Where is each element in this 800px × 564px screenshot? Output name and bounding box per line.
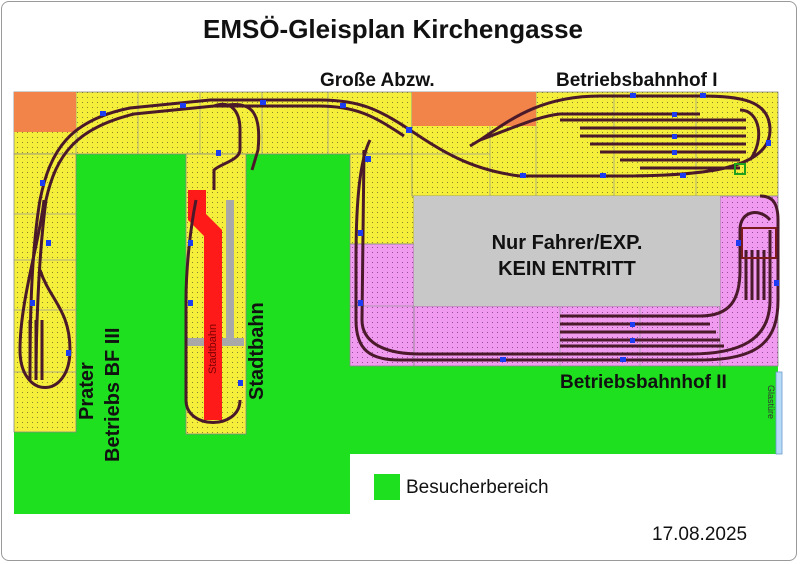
- restricted-area-text: Nur Fahrer/EXP. KEIN ENTRITT: [414, 230, 720, 282]
- stadtbahn-station: [186, 190, 244, 420]
- label-grosse-abzw: Große Abzw.: [320, 70, 435, 91]
- tracks: [18, 94, 780, 424]
- restricted-line-1: Nur Fahrer/EXP.: [491, 232, 643, 254]
- track-markers: [30, 93, 779, 386]
- visitor-area: [14, 154, 778, 514]
- depot-shed-icon: [741, 227, 777, 259]
- date-label: 17.08.2025: [652, 524, 748, 545]
- label-prater: Prater: [76, 362, 98, 420]
- label-betriebs-bf-3: Betriebs BF III: [102, 327, 124, 462]
- legend-swatch: [374, 474, 400, 500]
- label-betriebsbahnhof-1: Betriebsbahnhof I: [556, 70, 718, 91]
- restricted-line-2: KEIN ENTRITT: [498, 258, 636, 280]
- restricted-area: [414, 196, 720, 306]
- label-stadtbahn: Stadtbahn: [246, 302, 268, 400]
- orange-block-left: [14, 92, 76, 132]
- label-betriebsbahnhof-2: Betriebsbahnhof II: [560, 372, 727, 393]
- signal-box-icon: [734, 163, 746, 175]
- page-title: EMSÖ-Gleisplan Kirchengasse: [202, 14, 583, 44]
- glass-door: [775, 371, 783, 455]
- label-stadtbahn-small: Stadtbahn: [207, 323, 219, 374]
- orange-block-right: [412, 92, 536, 126]
- label-glastuere: Glastüre: [766, 385, 776, 420]
- legend-label: Besucherbereich: [406, 477, 549, 498]
